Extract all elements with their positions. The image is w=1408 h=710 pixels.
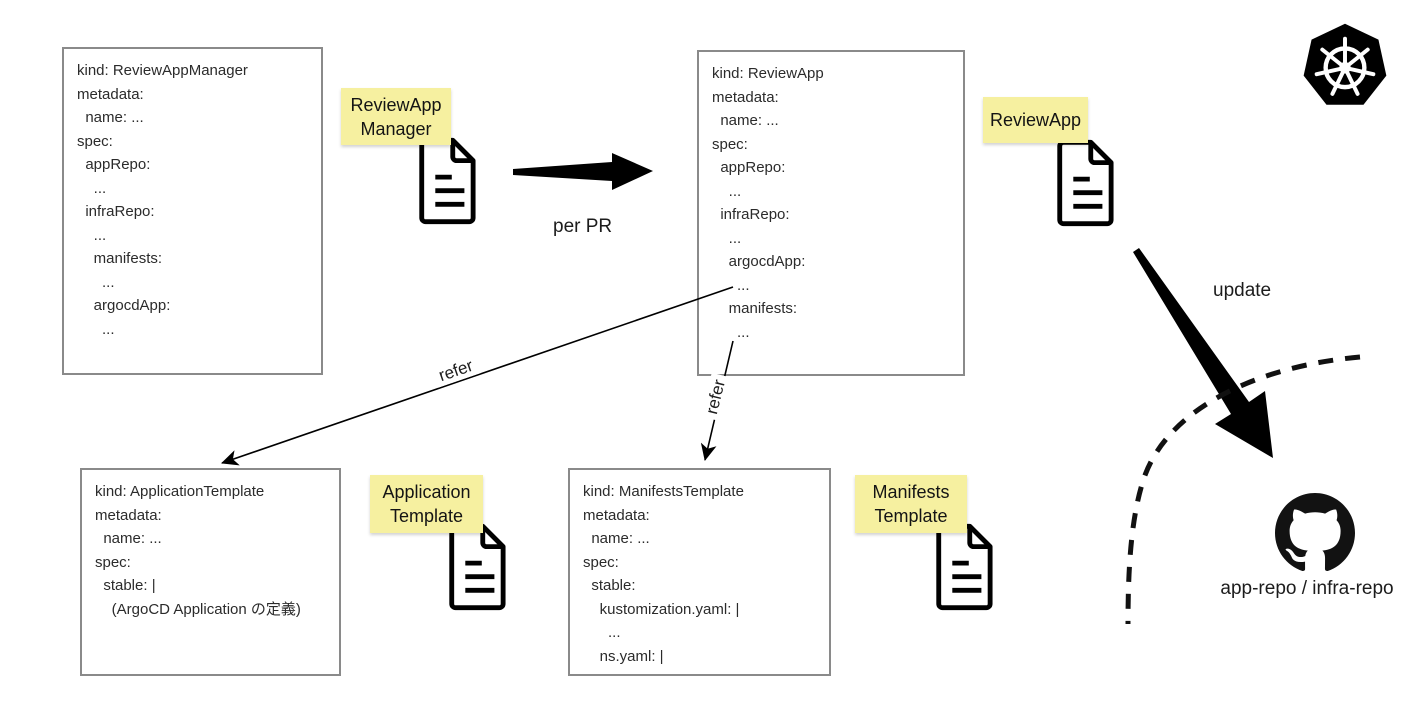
update-label: update <box>1213 280 1272 301</box>
per-pr-label: per PR <box>553 216 613 237</box>
kubernetes-icon <box>1301 21 1389 111</box>
review-app-box: kind: ReviewApp metadata: name: ... spec… <box>697 50 965 376</box>
review-app-manager-sticky: ReviewApp Manager <box>341 88 451 145</box>
review-app-yaml: kind: ReviewApp metadata: name: ... spec… <box>712 65 824 341</box>
application-template-sticky: Application Template <box>370 475 483 533</box>
manifests-template-yaml: kind: ManifestsTemplate metadata: name: … <box>583 483 744 665</box>
review-app-manager-box: kind: ReviewAppManager metadata: name: .… <box>62 47 323 375</box>
review-app-sticky: ReviewApp <box>983 97 1088 143</box>
repos-label: app-repo / infra-repo <box>1220 578 1394 599</box>
github-icon <box>1275 493 1355 573</box>
document-icon <box>930 521 994 613</box>
document-icon <box>413 135 477 227</box>
review-app-manager-yaml: kind: ReviewAppManager metadata: name: .… <box>77 62 248 338</box>
document-icon <box>1051 137 1115 229</box>
manifests-template-box: kind: ManifestsTemplate metadata: name: … <box>568 468 831 676</box>
document-icon <box>443 521 507 613</box>
refer-label-application: refer <box>431 354 481 388</box>
application-template-box: kind: ApplicationTemplate metadata: name… <box>80 468 341 676</box>
application-template-yaml: kind: ApplicationTemplate metadata: name… <box>95 483 301 618</box>
per-pr-arrow <box>513 153 653 190</box>
manifests-template-sticky: Manifests Template <box>855 475 967 533</box>
refer-label-manifests: refer <box>700 372 732 422</box>
